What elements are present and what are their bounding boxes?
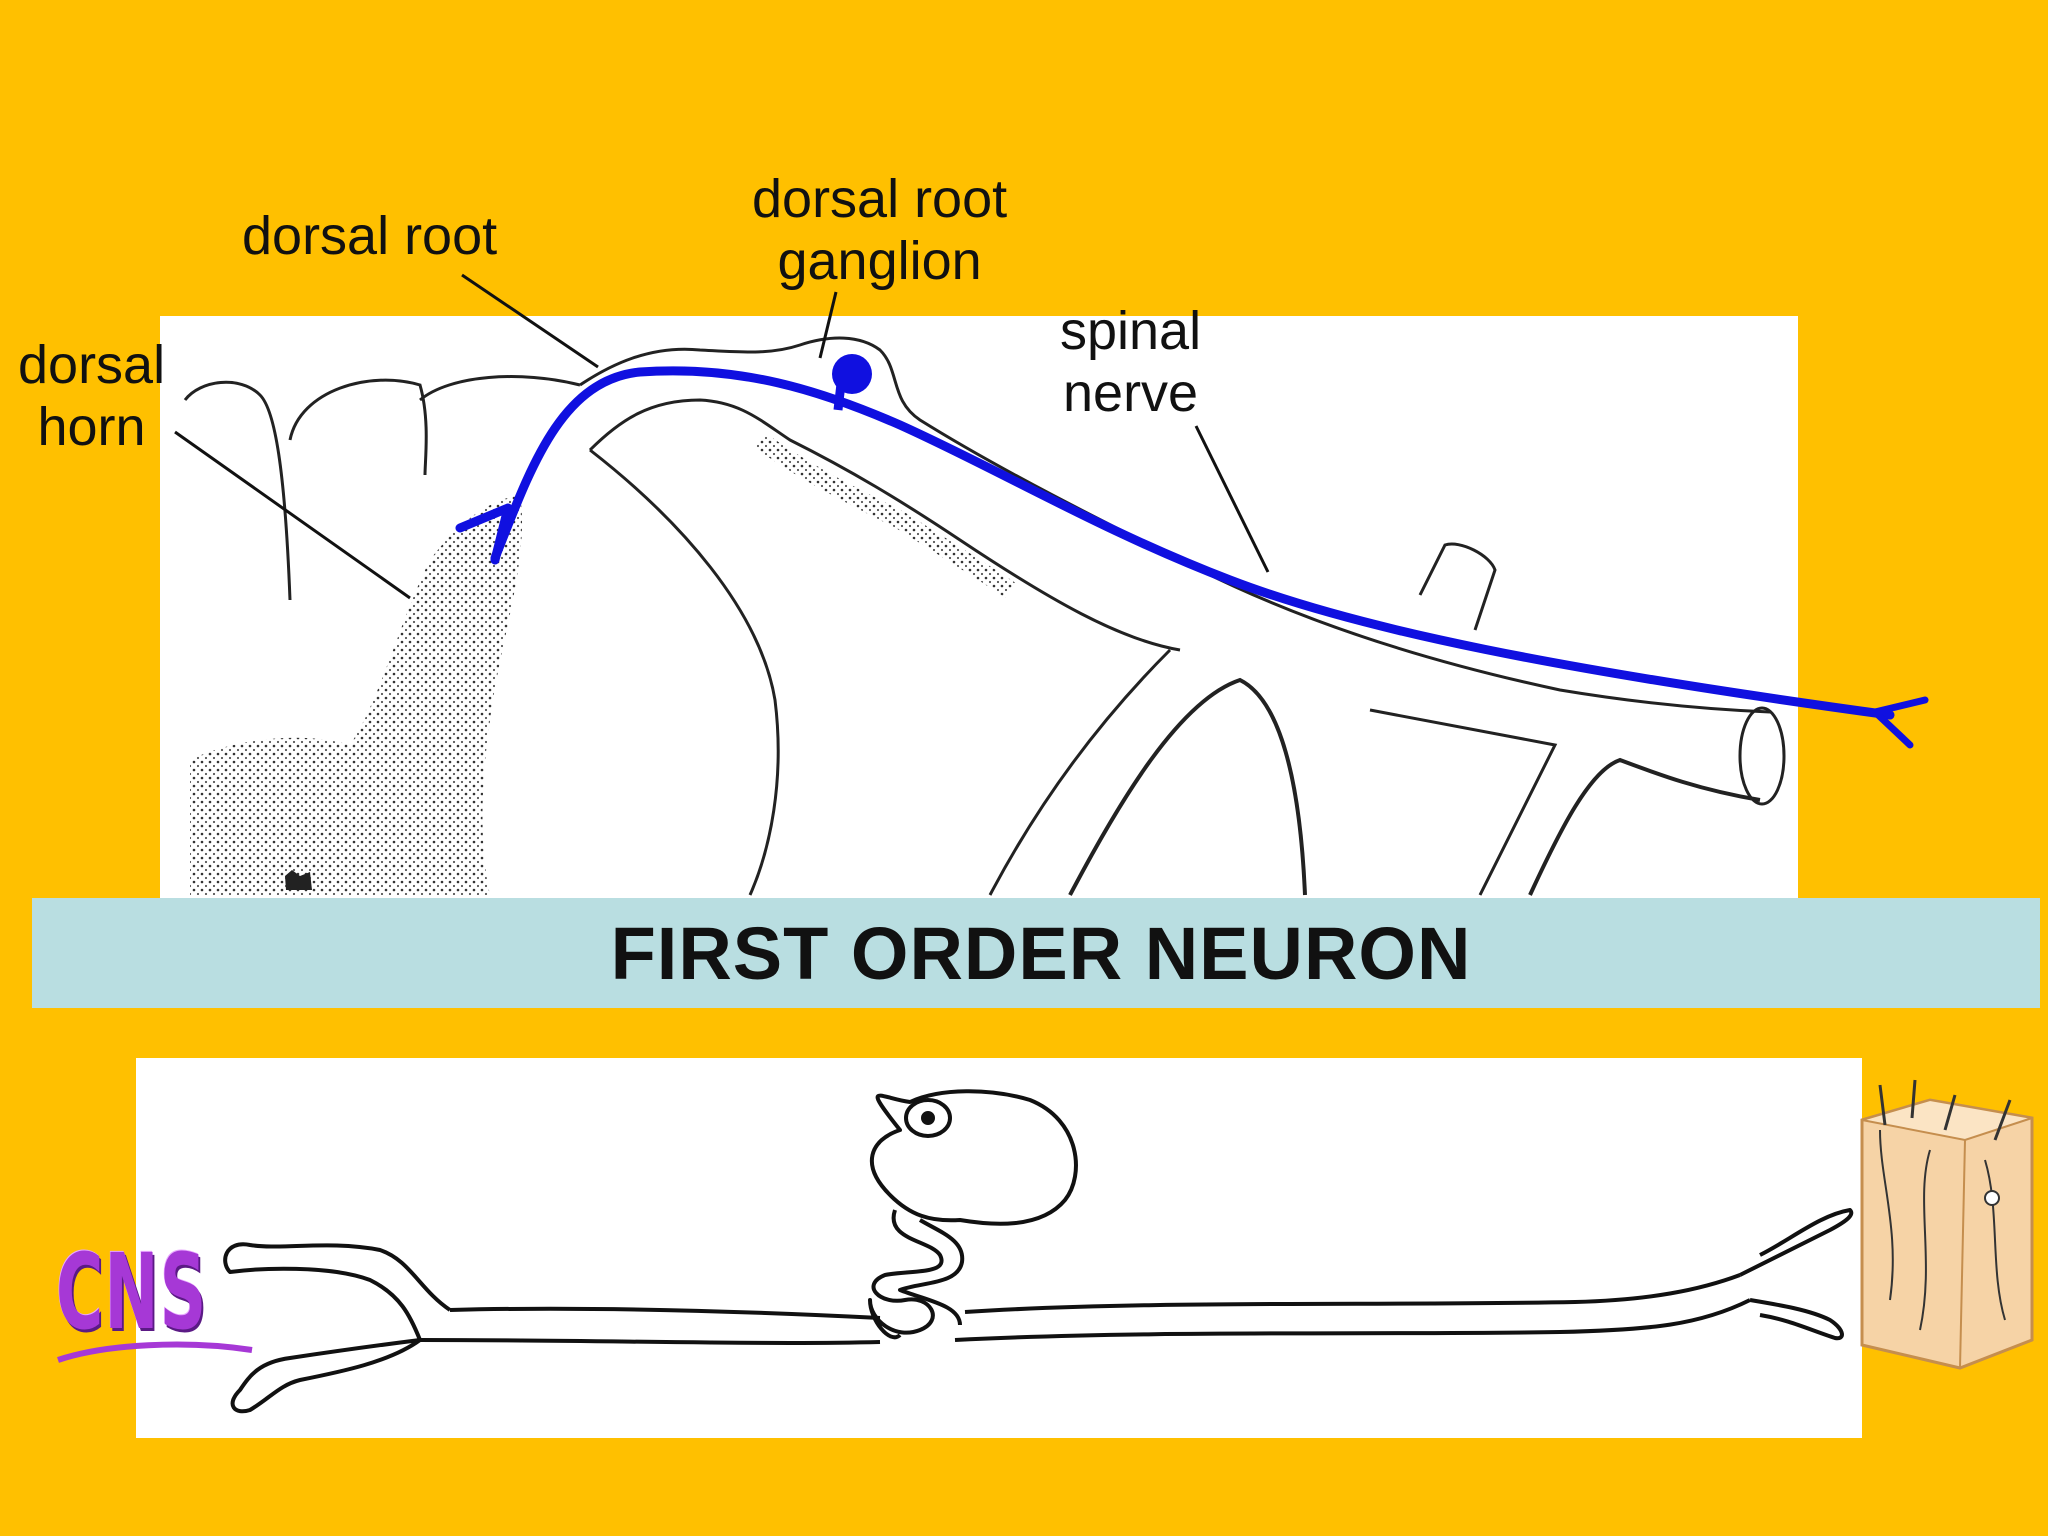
- skin-section-icon: [1860, 1079, 2034, 1370]
- cell-body: [832, 354, 872, 394]
- leader-spinal-nerve: [1194, 425, 1270, 573]
- ganglion-shading: [754, 432, 1015, 598]
- dorsal-ramus: [1418, 542, 1497, 631]
- page-title: FIRST ORDER NEURON: [610, 911, 1472, 995]
- spinal-cord-outline: [183, 380, 292, 601]
- nucleus: [904, 1098, 952, 1138]
- gray-matter: [190, 495, 523, 895]
- cns-logo-icon: CNS: [56, 1232, 256, 1372]
- cord-lobe-1: [288, 378, 428, 476]
- ventral-ramus-outline: [988, 648, 1172, 896]
- neuron-path: [490, 366, 1895, 720]
- leader-drg: [818, 291, 838, 359]
- central-canal: [285, 870, 312, 890]
- soma: [870, 1089, 1078, 1226]
- label-dorsal-root: dorsal root: [242, 206, 498, 266]
- pseudounipolar-neuron: [223, 1089, 1854, 1414]
- axon-lower: [419, 1298, 1751, 1345]
- peripheral-terminal: [1871, 696, 1929, 749]
- cord-lobe-2: [419, 375, 581, 402]
- ramus-loop: [1068, 677, 1307, 896]
- peripheral-branch: [1739, 1208, 1854, 1341]
- leader-dorsal-horn: [174, 430, 411, 600]
- central-branch: [223, 1242, 452, 1414]
- label-dorsal-horn: dorsal horn: [18, 335, 166, 457]
- title-band: FIRST ORDER NEURON: [32, 898, 2040, 1008]
- white-matter-boundary: [589, 448, 780, 896]
- axon-upper: [449, 1273, 1741, 1320]
- ramus-lower: [1528, 757, 1761, 896]
- label-spinal-nerve: spinal nerve: [1060, 301, 1202, 423]
- ventral-root-outline: [588, 398, 1181, 652]
- ramus-branch: [1369, 708, 1558, 896]
- label-dorsal-root-ganglion: dorsal root ganglion: [752, 169, 1008, 291]
- dorsal-root-outline: [579, 336, 1771, 714]
- neuron-illustration-panel: [136, 1058, 1862, 1438]
- axon-stem: [868, 1209, 944, 1340]
- logo-swoosh: [57, 1341, 253, 1363]
- spinal-nerve-end: [1738, 706, 1786, 806]
- nucleolus: [921, 1111, 935, 1125]
- axon-stem-inner: [898, 1218, 965, 1326]
- leader-dorsal-root: [461, 273, 599, 369]
- central-terminal: [455, 503, 513, 565]
